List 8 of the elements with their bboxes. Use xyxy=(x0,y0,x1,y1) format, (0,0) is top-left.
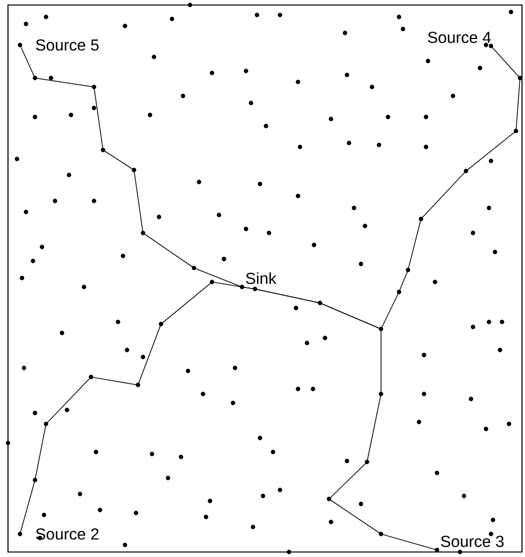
path-line xyxy=(20,282,242,534)
node-label: Source 5 xyxy=(36,39,99,51)
path-line xyxy=(242,286,438,550)
node-label: Sink xyxy=(246,272,276,284)
node-label: Source 4 xyxy=(428,32,491,44)
node-label: Source 2 xyxy=(36,528,98,540)
path-line xyxy=(20,44,242,288)
node-label: Source 3 xyxy=(441,536,504,548)
